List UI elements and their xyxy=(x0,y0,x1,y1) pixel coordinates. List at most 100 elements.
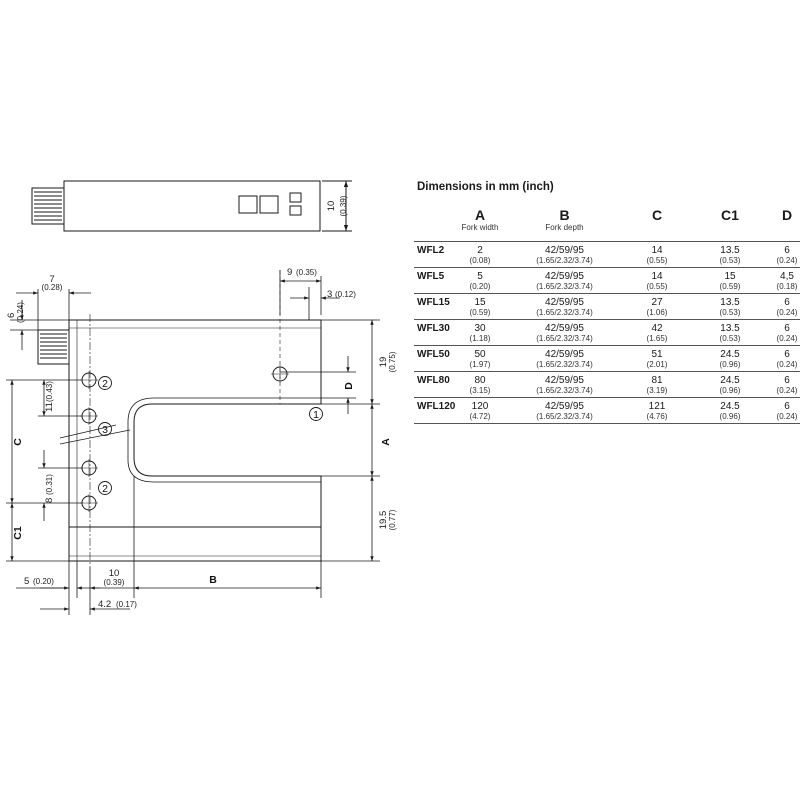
cell-value-mm: 13.5 xyxy=(720,244,740,256)
cell-value-mm: 42/59/95 xyxy=(545,270,584,282)
dim-3: 3 xyxy=(327,289,332,300)
cell-value-inch: (1.65/2.32/3.74) xyxy=(536,411,593,421)
cell-value-inch: (0.20) xyxy=(469,281,491,291)
header-model xyxy=(414,208,458,241)
cell-value-inch: (1.65/2.32/3.74) xyxy=(536,307,593,317)
dim-5: 5 xyxy=(24,576,29,587)
dim-8: 8 xyxy=(44,498,55,503)
callout-2-upper xyxy=(98,376,112,390)
cell-C: 121(4.76) xyxy=(627,397,687,423)
cell-value-mm: 50 xyxy=(474,348,486,360)
cell-value-mm: 42/59/95 xyxy=(545,348,584,360)
connector-m8-side xyxy=(37,329,70,365)
cell-C1: 24.5(0.96) xyxy=(687,397,773,423)
cell-value-inch: (0.55) xyxy=(646,281,668,291)
cell-value-inch: (0.55) xyxy=(646,255,668,265)
cell-value-inch: (1.06) xyxy=(646,307,668,317)
cell-C: 42(1.65) xyxy=(627,319,687,345)
cell-value-inch: (1.65/2.32/3.74) xyxy=(536,281,593,291)
connector-m8-top xyxy=(31,187,65,225)
cell-value-inch: (0.53) xyxy=(719,333,741,343)
cell-value-inch: (0.96) xyxy=(719,385,741,395)
cell-value-mm: 4,5 xyxy=(780,270,794,282)
cell-B: 42/59/95(1.65/2.32/3.74) xyxy=(502,345,627,371)
cell-value-mm: 6 xyxy=(784,296,790,308)
cell-C: 51(2.01) xyxy=(627,345,687,371)
callouts xyxy=(98,376,323,495)
cell-value-inch: (4.76) xyxy=(646,411,668,421)
dim-C1-label: C1 xyxy=(12,526,24,540)
cell-model: WFL30 xyxy=(417,322,450,334)
dim-7: 7 xyxy=(49,274,54,285)
callout-2-lower xyxy=(98,481,112,495)
cell-value-inch: (1.65/2.32/3.74) xyxy=(536,255,593,265)
indicator-led-2 xyxy=(259,195,279,214)
callout-1 xyxy=(309,407,323,421)
cell-C: 14(0.55) xyxy=(627,267,687,293)
cell-value-inch: (4.72) xyxy=(469,411,491,421)
cell-value-inch: (0.24) xyxy=(776,411,798,421)
cell-value-mm: 120 xyxy=(471,400,489,412)
header-C: C xyxy=(651,207,663,223)
cell-value-inch: (0.24) xyxy=(776,385,798,395)
cell-value-mm: 30 xyxy=(474,322,486,334)
header-A-sub: Fork width xyxy=(461,223,499,232)
cell-model: WFL5 xyxy=(417,270,445,282)
dim-3-inch: (0.12) xyxy=(335,290,356,299)
cell-value-mm: 6 xyxy=(784,348,790,360)
cell-value-inch: (0.24) xyxy=(776,307,798,317)
cell-A: 50(1.97) xyxy=(458,345,502,371)
cell-value-inch: (1.97) xyxy=(469,359,491,369)
cell-C1: 13.5(0.53) xyxy=(687,241,773,267)
cell-value-inch: (1.65) xyxy=(646,333,668,343)
fork-body-side-view xyxy=(37,270,322,567)
cell-model: WFL50 xyxy=(417,348,450,360)
cell-value-mm: 42/59/95 xyxy=(545,322,584,334)
cell-value-mm: 14 xyxy=(651,270,663,282)
dim-19: 19 xyxy=(378,357,389,368)
cell-C1: 13.5(0.53) xyxy=(687,293,773,319)
header-D: D xyxy=(781,207,793,223)
header-C1: C1 xyxy=(721,207,739,223)
cell-value-mm: 24.5 xyxy=(720,374,740,386)
sensor-top-view xyxy=(31,180,352,232)
cell-D: 6(0.24) xyxy=(773,293,800,319)
cell-B: 42/59/95(1.65/2.32/3.74) xyxy=(502,241,627,267)
cell-C: 81(3.19) xyxy=(627,371,687,397)
cell-value-inch: (0.18) xyxy=(776,281,798,291)
dim-D-label: D xyxy=(343,382,355,390)
cell-value-mm: 42/59/95 xyxy=(545,400,584,412)
cell-value-mm: 6 xyxy=(784,400,790,412)
callout-3-label: 3 xyxy=(102,424,108,436)
dim-10: 10 xyxy=(109,568,120,579)
dim-9-inch: (0.35) xyxy=(296,268,317,277)
cell-value-inch: (0.08) xyxy=(469,255,491,265)
cell-A: 80(3.15) xyxy=(458,371,502,397)
cell-C1: 13.5(0.53) xyxy=(687,319,773,345)
cell-value-inch: (0.53) xyxy=(719,307,741,317)
cell-C1: 24.5(0.96) xyxy=(687,345,773,371)
cell-D: 6(0.24) xyxy=(773,319,800,345)
cell-value-inch: (3.19) xyxy=(646,385,668,395)
cell-value-inch: (1.65/2.32/3.74) xyxy=(536,385,593,395)
cell-A: 15(0.59) xyxy=(458,293,502,319)
cell-value-inch: (1.65/2.32/3.74) xyxy=(536,359,593,369)
callout-1-label: 1 xyxy=(313,409,319,421)
cell-value-mm: 42/59/95 xyxy=(545,244,584,256)
dim-4-2-inch: (0.17) xyxy=(116,600,137,609)
dim-8-inch: (0.31) xyxy=(45,474,54,495)
cell-value-mm: 14 xyxy=(651,244,663,256)
cell-value-mm: 121 xyxy=(648,400,666,412)
cell-value-mm: 24.5 xyxy=(720,400,740,412)
cell-D: 6(0.24) xyxy=(773,241,800,267)
teach-button-2 xyxy=(289,205,302,216)
cell-D: 6(0.24) xyxy=(773,345,800,371)
cell-value-inch: (0.96) xyxy=(719,411,741,421)
cell-value-inch: (0.53) xyxy=(719,255,741,265)
